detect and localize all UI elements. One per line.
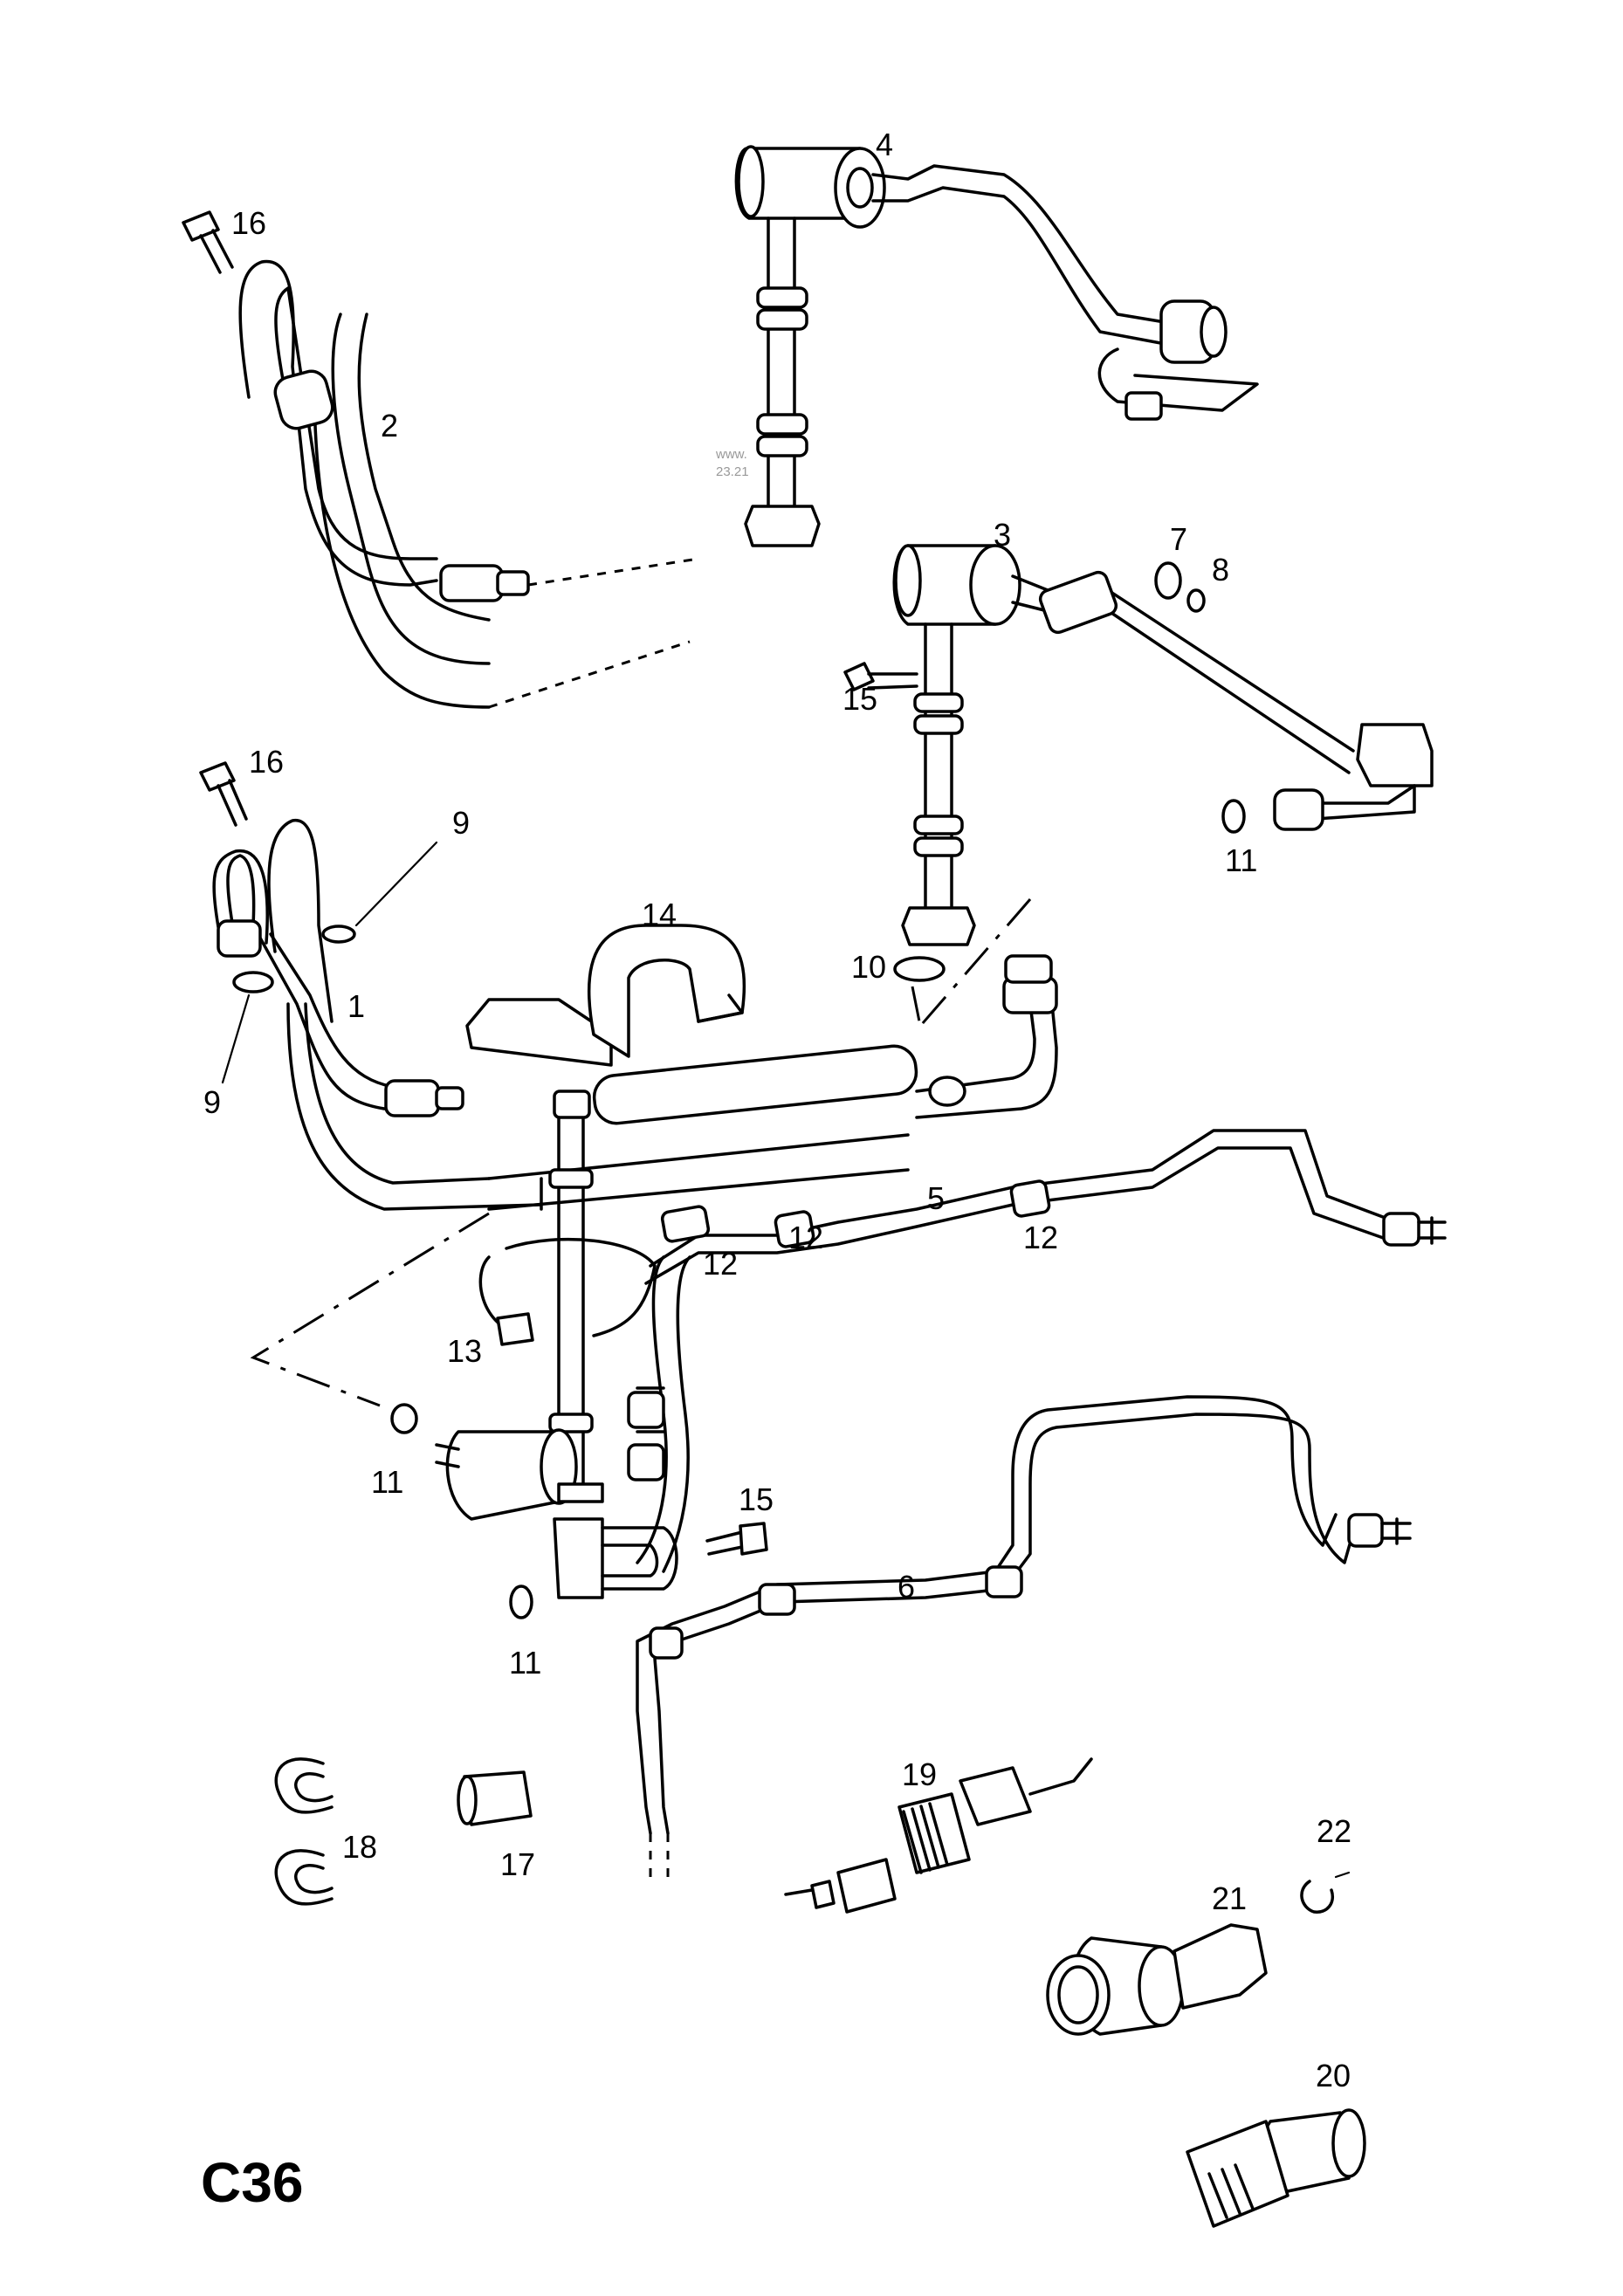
watermark-text: www. [715, 447, 747, 462]
washer-part-9-left [232, 971, 274, 993]
callout-9-lower: 9 [203, 1084, 221, 1120]
washer-part-7 [1154, 561, 1182, 600]
clip-part-18 [274, 1757, 334, 1906]
callout-21: 21 [1212, 1880, 1247, 1916]
callout-1: 1 [347, 988, 365, 1024]
callout-11-middle: 11 [371, 1464, 403, 1500]
diagram-code: C36 [201, 2151, 303, 2214]
washer-part-11-lower [509, 1585, 533, 1619]
pipe-part-5 [636, 1129, 1447, 1573]
bolt-part-15-upper [843, 662, 918, 691]
callout-15-lower: 15 [739, 1481, 774, 1517]
hose-vertical [478, 1090, 657, 1495]
hose-part-1 [199, 761, 543, 1211]
bolt-part-15-lower [705, 1522, 768, 1556]
leader-line [915, 898, 1032, 1031]
watermark-text: 23.21 [716, 464, 749, 479]
washer-part-11-middle [390, 1403, 418, 1434]
drier-part-4: www. 23.21 [715, 145, 1259, 547]
callout-12-right: 12 [1023, 1220, 1058, 1255]
callout-5: 5 [927, 1180, 945, 1216]
callout-15-upper: 15 [842, 681, 877, 717]
bracket-part-14 [465, 924, 746, 1067]
callout-19: 19 [902, 1756, 937, 1792]
callout-2: 2 [381, 408, 398, 443]
callout-4: 4 [876, 127, 893, 162]
callout-8: 8 [1212, 552, 1229, 588]
callout-16-upper: 16 [231, 205, 266, 241]
hose-part-2 [182, 210, 699, 709]
callout-6: 6 [897, 1569, 915, 1605]
leader-line [250, 1212, 490, 1407]
callout-18: 18 [342, 1829, 377, 1865]
pressure-switch-part-21 [1046, 1923, 1268, 2036]
callout-12-middle: 12 [788, 1220, 823, 1255]
callout-labels: 4 16 2 3 7 8 15 16 9 11 14 10 1 9 5 12 1… [201, 127, 1351, 2214]
sleeve-part-17 [457, 1770, 533, 1826]
callout-20: 20 [1316, 2058, 1351, 2093]
washer-part-10 [893, 956, 946, 982]
callout-11-right: 11 [1225, 842, 1257, 878]
leader-line [911, 986, 923, 1031]
pressure-switch-part-20 [1186, 2108, 1366, 2228]
callout-22: 22 [1317, 1813, 1351, 1849]
callout-9-upper: 9 [452, 805, 470, 841]
callout-11-lower: 11 [509, 1645, 541, 1681]
washer-part-9-right [321, 925, 356, 944]
leader-9-lower [221, 993, 251, 1084]
callout-10: 10 [851, 949, 886, 985]
callout-3: 3 [994, 517, 1011, 553]
callout-12-left: 12 [703, 1246, 738, 1282]
washer-part-8 [1186, 588, 1206, 613]
callout-17: 17 [500, 1846, 535, 1882]
drier-part-3 [892, 544, 1434, 946]
washer-part-11-right [1221, 799, 1246, 834]
pipe-part-6 [636, 1395, 1412, 1877]
callout-13: 13 [447, 1333, 482, 1369]
callout-16-lower: 16 [249, 744, 284, 780]
circlip-part-22 [1300, 1871, 1351, 1914]
receiver-lower [435, 1386, 678, 1599]
leader-9-upper [354, 841, 438, 927]
valve-part-19 [784, 1757, 1093, 1914]
pipe-main [487, 954, 1058, 1211]
callout-7: 7 [1170, 521, 1187, 557]
callout-14: 14 [642, 897, 677, 932]
